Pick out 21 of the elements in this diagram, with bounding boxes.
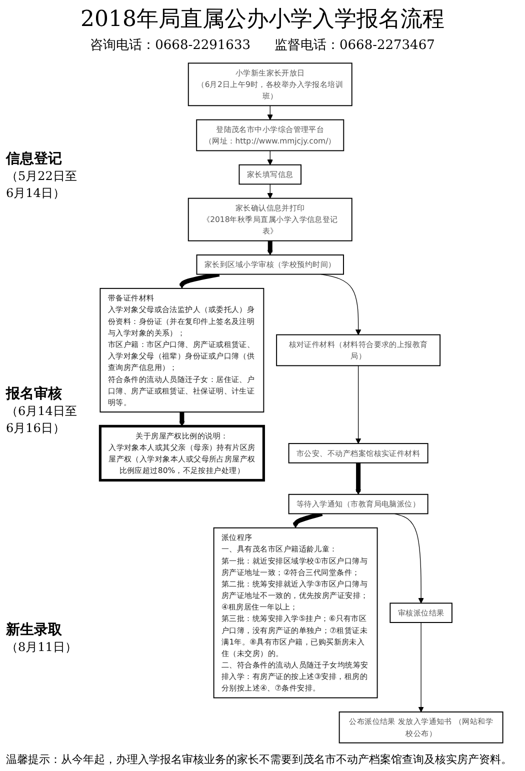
- stage-heading: 信息登记: [6, 150, 63, 168]
- phone-number: 咨询电话：0668-2291633: [90, 37, 250, 54]
- stage-dates: （6月14日至6月16日）: [6, 403, 78, 438]
- arrow: [394, 513, 424, 604]
- arrow: [355, 365, 362, 444]
- stage-heading: 新生录取: [6, 621, 63, 640]
- stage-dates: （8月11日）: [6, 639, 78, 656]
- arrow: [355, 462, 362, 495]
- title: 2018年局直属公办小学入学报名流程: [80, 6, 446, 34]
- arrow: [179, 272, 220, 289]
- arrow: [267, 184, 273, 199]
- arrow: [267, 105, 273, 120]
- arrow: [267, 240, 273, 256]
- arrow: [179, 410, 185, 426]
- caption: 温馨提示：从今年起，办理入学报名审核业务的家长不需要到茂名市不动产档案馆查询及核实房产资料。: [6, 752, 513, 767]
- stage-dates: （5月22日至6月14日）: [6, 168, 78, 202]
- arrow: [418, 622, 424, 712]
- stage-heading: 报名审核: [6, 385, 63, 404]
- arrow: [267, 150, 273, 166]
- phone-number: 监督电话：0668-2273467: [274, 37, 435, 54]
- arrow: [292, 512, 323, 528]
